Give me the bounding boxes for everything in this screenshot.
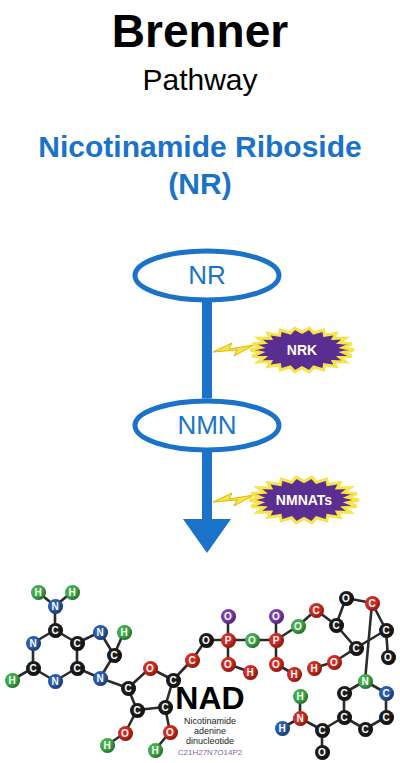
atom-symbol: H bbox=[293, 689, 308, 704]
atom-symbol: C bbox=[70, 661, 85, 676]
atom-symbol: O bbox=[118, 726, 133, 741]
atom-symbol: C bbox=[107, 648, 122, 663]
atom-symbol: C bbox=[185, 653, 200, 668]
atom-symbol: O bbox=[269, 657, 284, 672]
molecule-fullname: Nicotinamide adenine dinucleotide bbox=[175, 716, 245, 746]
chemical-formula: C21H27N7O14P2 bbox=[160, 748, 260, 758]
enzyme-name: NMNATs bbox=[276, 492, 332, 508]
atom-symbol: H bbox=[65, 585, 80, 600]
atom-symbol: C bbox=[315, 723, 330, 738]
pathway-arrow-head bbox=[183, 519, 231, 553]
atom-symbol: O bbox=[245, 633, 260, 648]
pathway-arrow-shaft bbox=[202, 452, 212, 522]
atom-symbol: H bbox=[31, 585, 46, 600]
ellipse-outline bbox=[135, 401, 279, 450]
atom-symbol: O bbox=[327, 655, 342, 670]
atom-symbol: H bbox=[243, 665, 258, 680]
atom-symbol: C bbox=[337, 686, 352, 701]
atom-symbol: N bbox=[26, 636, 41, 651]
atom-symbol: C bbox=[329, 618, 344, 633]
metabolite-ellipse: NR bbox=[132, 248, 282, 303]
atom-symbol: N bbox=[93, 671, 108, 686]
starburst-glow bbox=[249, 477, 359, 523]
atom-symbol: H bbox=[307, 661, 322, 676]
subtitle: Pathway bbox=[0, 62, 400, 98]
atom-symbol: H bbox=[287, 667, 302, 682]
atom-symbol: H bbox=[148, 743, 163, 758]
enzyme-flash bbox=[213, 493, 254, 506]
metabolite-ellipse: NMN bbox=[132, 398, 282, 453]
enzyme-starburst: NRK bbox=[248, 326, 356, 374]
atom-symbol: C bbox=[379, 686, 394, 701]
metabolite-name: NR bbox=[188, 260, 226, 290]
atom-symbol: C bbox=[130, 703, 145, 718]
atom-symbol: C bbox=[70, 636, 85, 651]
atom-symbol: C bbox=[158, 700, 173, 715]
atom-symbol: H bbox=[100, 738, 115, 753]
atom-symbol: O bbox=[163, 725, 178, 740]
atom-symbol: C bbox=[358, 722, 373, 737]
atom-symbol: C bbox=[365, 596, 380, 611]
atom-symbol: N bbox=[93, 625, 108, 640]
atom-symbol: H bbox=[5, 673, 20, 688]
atom-symbol: O bbox=[315, 745, 330, 760]
diagram-title: Brenner bbox=[0, 4, 400, 58]
atom-symbol: O bbox=[221, 657, 236, 672]
enzyme-name: NRK bbox=[287, 342, 317, 358]
atom-symbol: P bbox=[221, 633, 236, 648]
atom-symbol: O bbox=[199, 633, 214, 648]
atom-symbol: C bbox=[121, 681, 136, 696]
atom-symbol: N bbox=[48, 674, 63, 689]
atom-symbol: P bbox=[269, 633, 284, 648]
atom-symbol: H bbox=[117, 625, 132, 640]
pathway-connector bbox=[202, 302, 212, 399]
atom-symbol: C bbox=[337, 710, 352, 725]
atom-symbol: O bbox=[269, 609, 284, 624]
atom-symbol: C bbox=[309, 603, 324, 618]
atom-symbol: N bbox=[48, 599, 63, 614]
chemical-bond bbox=[365, 603, 372, 681]
atom-symbol: C bbox=[379, 623, 394, 638]
enzyme-flash bbox=[213, 343, 254, 356]
atom-symbol: N bbox=[293, 711, 308, 726]
ellipse-outline bbox=[135, 251, 279, 300]
pathway-heading: Nicotinamide Riboside (NR) bbox=[10, 128, 390, 202]
atom-symbol: O bbox=[143, 661, 158, 676]
atom-symbol: O bbox=[221, 609, 236, 624]
atom-symbol: H bbox=[275, 721, 290, 736]
enzyme-starburst: NMNATs bbox=[247, 475, 361, 525]
atom-symbol: O bbox=[381, 650, 396, 665]
atom-symbol: N bbox=[358, 674, 373, 689]
molecule-name: NAD bbox=[165, 681, 255, 715]
atom-symbol: O bbox=[291, 619, 306, 634]
atom-symbol: C bbox=[48, 623, 63, 638]
atom-symbol: C bbox=[379, 710, 394, 725]
atom-symbol: O bbox=[339, 591, 354, 606]
atom-symbol: C bbox=[349, 641, 364, 656]
metabolite-name: NMN bbox=[177, 410, 236, 440]
molecule-bonds bbox=[12, 592, 388, 752]
starburst-glow bbox=[250, 328, 354, 372]
atom-symbol: C bbox=[26, 661, 41, 676]
